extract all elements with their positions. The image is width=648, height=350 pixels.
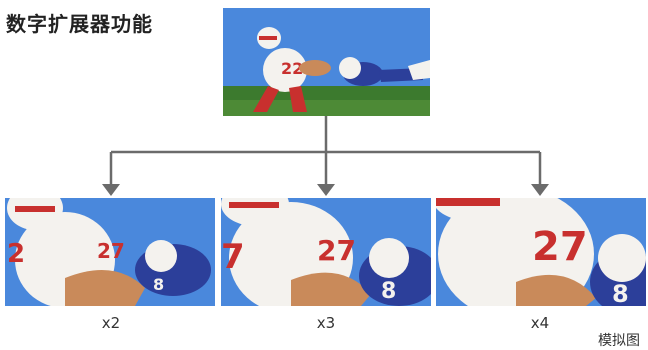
zoom-x4-photo: 27 8	[436, 198, 646, 306]
page-title: 数字扩展器功能	[6, 12, 153, 36]
svg-text:8: 8	[153, 275, 164, 294]
svg-text:2: 2	[7, 239, 25, 269]
arrow-head-x2	[102, 184, 120, 196]
svg-text:8: 8	[381, 279, 396, 304]
svg-text:27: 27	[317, 234, 356, 267]
arrow-head-x4	[531, 184, 549, 196]
zoom-label-x3: x3	[316, 314, 336, 332]
svg-text:22: 22	[281, 59, 303, 78]
svg-text:8: 8	[612, 280, 629, 306]
zoom-label-x2: x2	[101, 314, 121, 332]
svg-text:27: 27	[97, 239, 125, 263]
zoom-x3-photo: 7 27 8	[221, 198, 431, 306]
zoom-x2-photo: 2 27 8	[5, 198, 215, 306]
svg-text:7: 7	[221, 237, 245, 277]
svg-text:27: 27	[532, 224, 588, 270]
source-photo: 22	[223, 8, 430, 116]
simulated-image-note: 模拟图	[598, 333, 640, 349]
zoom-label-x4: x4	[530, 314, 550, 332]
arrow-head-x3	[317, 184, 335, 196]
